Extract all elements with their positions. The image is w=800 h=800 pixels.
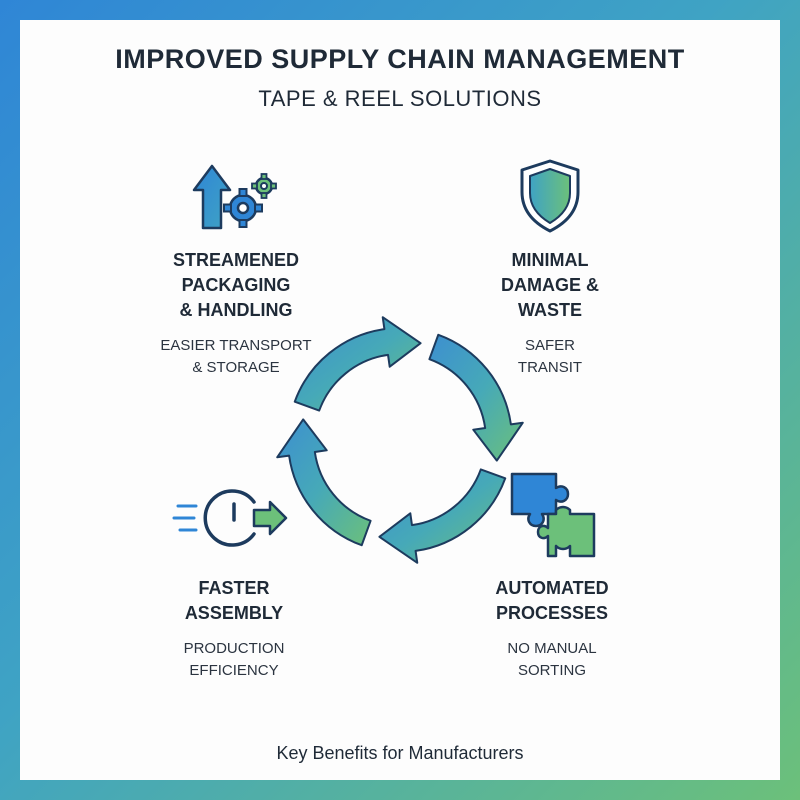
benefit-description: EASIER TRANSPORT & STORAGE	[160, 337, 312, 376]
benefit-heading: MINIMAL DAMAGE & WASTE	[501, 250, 599, 320]
cycle-arrow-4	[276, 418, 372, 547]
benefit-faster-assembly: FASTER ASSEMBLY PRODUCTION EFFICIENCY	[134, 576, 334, 682]
cycle-arrow-3	[378, 468, 507, 564]
content-panel	[20, 20, 780, 780]
speed-timer-icon	[172, 489, 288, 547]
arrow-gears-icon	[192, 164, 277, 230]
page-subtitle: TAPE & REEL SOLUTIONS	[258, 86, 542, 111]
benefit-description: NO MANUAL SORTING	[507, 640, 597, 679]
puzzle-icon	[510, 472, 596, 558]
footer-caption: Key Benefits for Manufacturers	[276, 743, 524, 763]
benefit-automated-processes: AUTOMATED PROCESSES NO MANUAL SORTING	[452, 576, 652, 682]
cycle-arrow-2	[428, 333, 524, 462]
benefit-heading: AUTOMATED PROCESSES	[495, 578, 609, 623]
cycle-arrow-1	[293, 316, 422, 412]
benefit-heading: FASTER ASSEMBLY	[184, 578, 284, 623]
shield-icon	[520, 159, 580, 233]
benefit-streamlined-packaging: STREAMENED PACKAGING & HANDLING EASIER T…	[136, 248, 336, 379]
benefit-description: SAFER TRANSIT	[517, 337, 583, 376]
page-title: IMPROVED SUPPLY CHAIN MANAGEMENT	[115, 44, 685, 74]
benefit-minimal-damage: MINIMAL DAMAGE & WASTE SAFER TRANSIT	[450, 248, 650, 379]
benefit-description: PRODUCTION EFFICIENCY	[183, 640, 285, 679]
cycle-diagram	[276, 316, 524, 564]
benefit-heading: STREAMENED PACKAGING & HANDLING	[172, 250, 299, 320]
